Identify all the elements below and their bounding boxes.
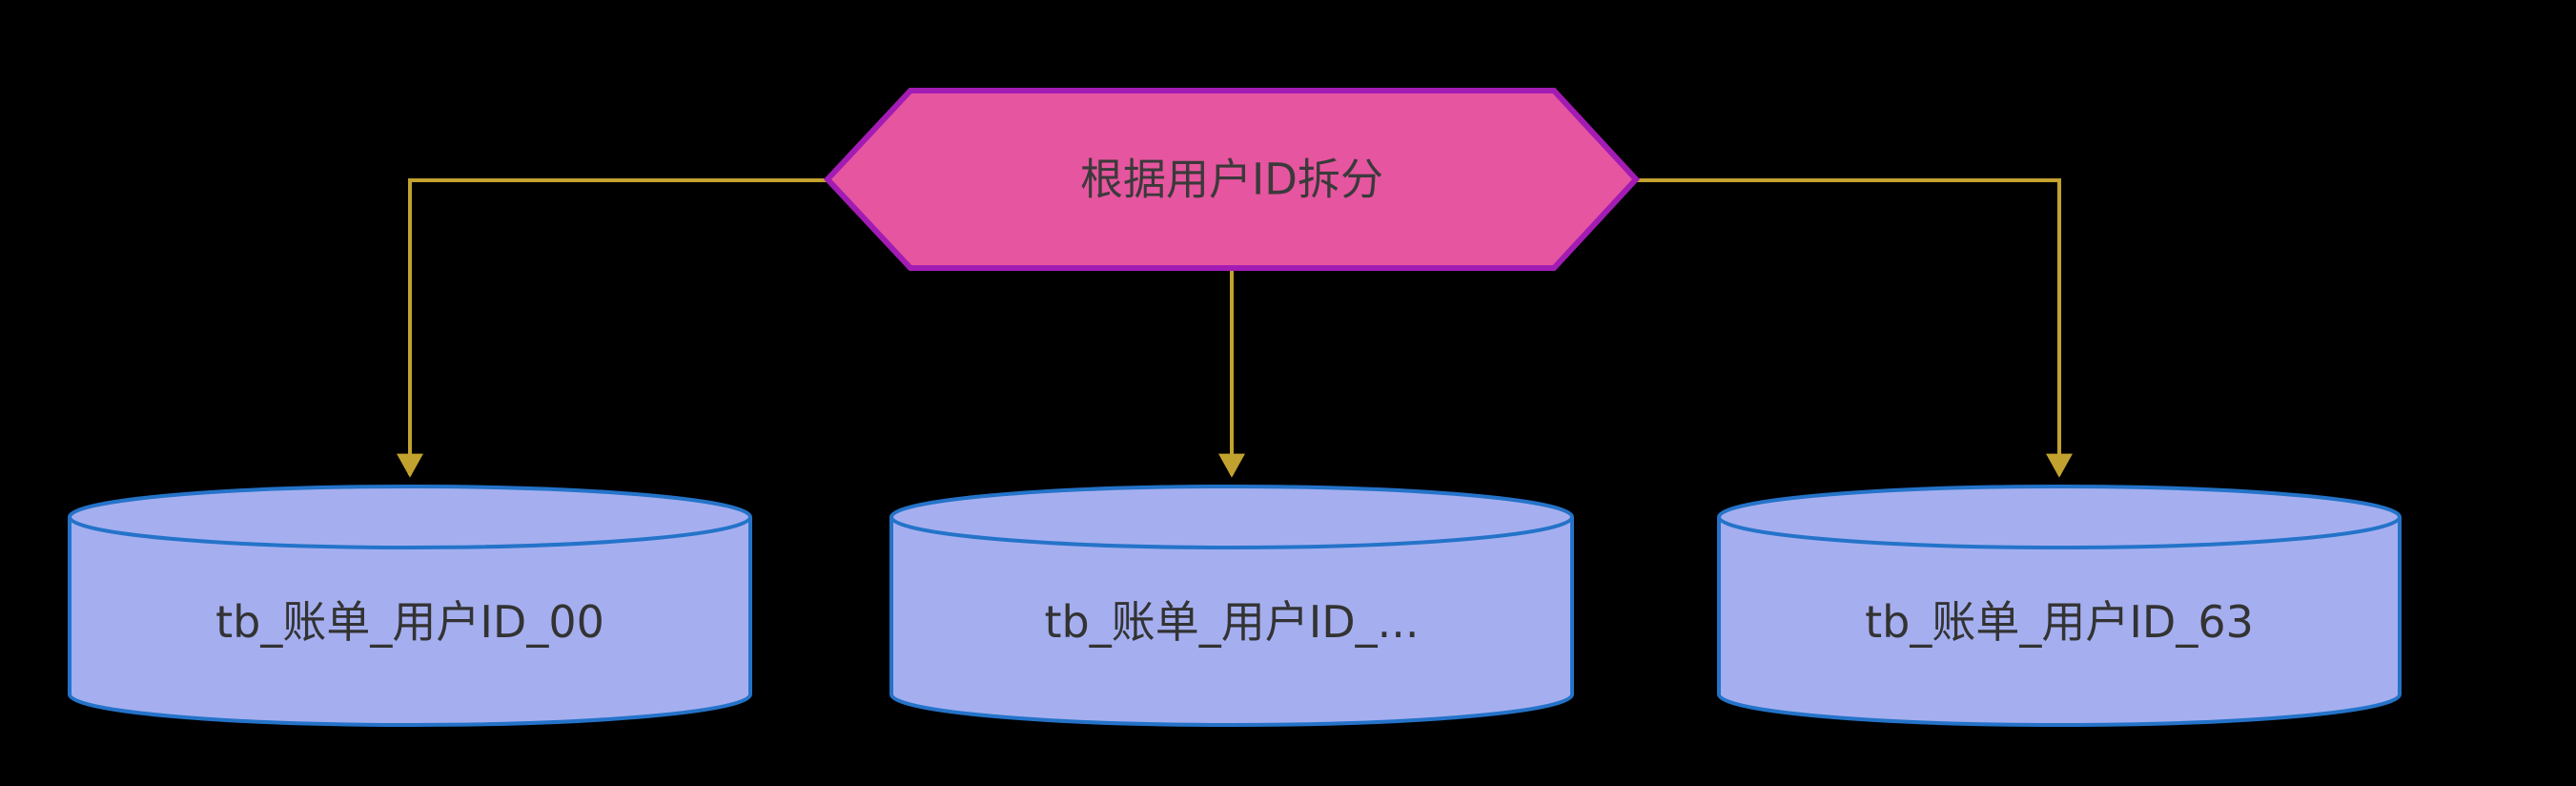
connector-right bbox=[1636, 178, 2073, 478]
cylinder-body bbox=[889, 517, 1574, 727]
split-rule-node: 根据用户ID拆分 bbox=[823, 88, 1641, 271]
cylinder-body bbox=[1717, 517, 2402, 727]
table-node-63: tb_账单_用户ID_63 bbox=[1717, 485, 2402, 727]
table-label: tb_账单_用户ID_00 bbox=[215, 596, 604, 648]
connector-left bbox=[397, 178, 828, 478]
cylinder-top bbox=[68, 485, 752, 549]
table-node-ellipsis: tb_账单_用户ID_... bbox=[889, 485, 1574, 727]
table-label: tb_账单_用户ID_63 bbox=[1865, 596, 2254, 648]
table-label: tb_账单_用户ID_... bbox=[1044, 596, 1419, 648]
cylinder-top bbox=[889, 485, 1574, 549]
table-node-00: tb_账单_用户ID_00 bbox=[68, 485, 752, 727]
connectors bbox=[397, 178, 2073, 478]
cylinder-top bbox=[1717, 485, 2402, 549]
cylinder-body bbox=[68, 517, 752, 727]
split-rule-label: 根据用户ID拆分 bbox=[1080, 155, 1383, 205]
hexagon-shape bbox=[823, 88, 1641, 271]
